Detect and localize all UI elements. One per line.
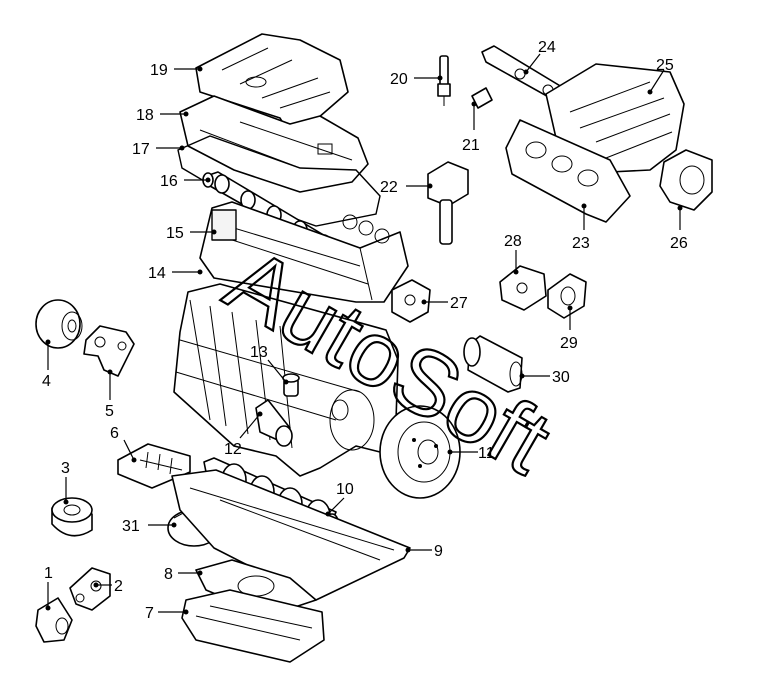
label-24: 24: [538, 39, 556, 56]
label-8: 8: [164, 566, 173, 583]
label-21: 21: [462, 137, 480, 154]
throttle-body: [659, 149, 713, 211]
engine-mount-1: [35, 597, 73, 643]
label-9: 9: [434, 543, 443, 560]
ignition-coil: [427, 161, 469, 245]
label-11: 11: [478, 445, 495, 462]
oil-pan-plate: [171, 469, 411, 601]
label-31: 31: [122, 518, 140, 535]
label-29: 29: [560, 335, 578, 352]
label-1: 1: [44, 565, 53, 582]
spark-plug: [437, 55, 451, 106]
label-10: 10: [336, 481, 354, 498]
engine-mount-bracket-2: [69, 567, 111, 611]
oil-filter-housing: [255, 399, 293, 447]
oil-filter: [51, 497, 93, 537]
cylinder-head: [199, 201, 409, 303]
label-15: 15: [166, 225, 184, 242]
label-16: 16: [160, 173, 178, 190]
label-20: 20: [390, 71, 408, 88]
leader-lines: [45, 53, 683, 615]
label-28: 28: [504, 233, 522, 250]
label-4: 4: [42, 373, 51, 390]
label-6: 6: [110, 425, 119, 442]
label-23: 23: [572, 235, 590, 252]
label-14: 14: [148, 265, 166, 282]
oil-pan: [181, 589, 325, 663]
label-7: 7: [145, 605, 154, 622]
label-17: 17: [132, 141, 150, 158]
starter-motor: [463, 335, 523, 393]
label-5: 5: [105, 403, 114, 420]
egr-valve: [391, 279, 431, 323]
label-26: 26: [670, 235, 688, 252]
label-3: 3: [61, 460, 70, 477]
label-22: 22: [380, 179, 398, 196]
label-2: 2: [114, 578, 123, 595]
part-number-labels: 1 2 3 4 5 6 7 8 9 10 11 12 13 14 15 16 1…: [42, 39, 688, 622]
label-19: 19: [150, 62, 168, 79]
label-25: 25: [656, 57, 674, 74]
oil-pressure-sensor: [282, 373, 300, 397]
exhaust-manifold: [505, 119, 631, 223]
label-18: 18: [136, 107, 154, 124]
crank-pulley: [35, 299, 83, 349]
bushing-mount: [547, 273, 587, 319]
valve-cover: [179, 95, 369, 193]
label-30: 30: [552, 369, 570, 386]
mount-bracket: [83, 325, 135, 377]
label-12: 12: [224, 441, 242, 458]
label-13: 13: [250, 344, 268, 361]
mount-bracket-28: [499, 265, 547, 311]
label-27: 27: [450, 295, 468, 312]
